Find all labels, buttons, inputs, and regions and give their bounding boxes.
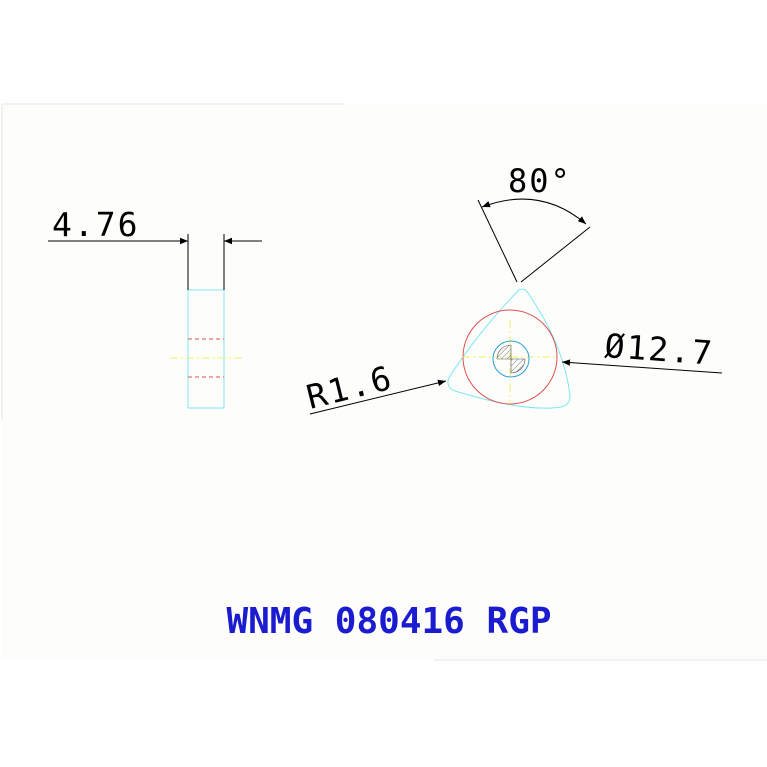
drawing-sheet: [2, 104, 767, 660]
center-hole: [492, 340, 530, 378]
diameter-leader: [561, 359, 723, 374]
top-view: 80° Ø12.7 R1.6: [303, 162, 723, 417]
angle-dimension-arc: [481, 198, 587, 225]
insert-designation-title: WNMG 080416 RGP: [226, 601, 551, 642]
angle-extension-right: [520, 226, 591, 283]
angle-dimension-label: 80°: [508, 162, 572, 200]
radius-leader: [309, 379, 447, 415]
side-view-outline: [187, 289, 225, 409]
center-hole-hatch-lower: [510, 358, 526, 374]
diameter-dimension-label: Ø12.7: [603, 326, 715, 373]
center-hole-hatch-upper: [496, 344, 512, 360]
thickness-dimension-label: 4.76: [52, 205, 139, 244]
insert-outline: [447, 288, 571, 409]
side-view: 4.76: [48, 205, 262, 409]
